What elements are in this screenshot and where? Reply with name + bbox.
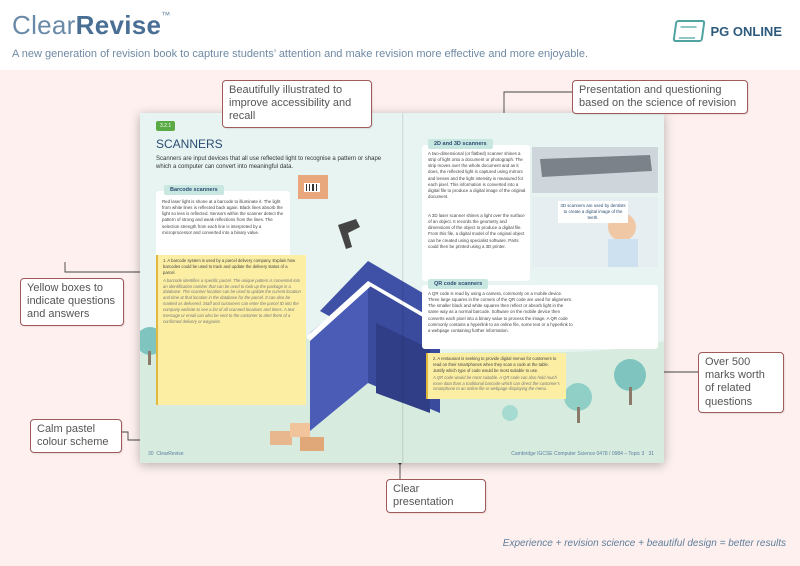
callout-illustrated: Beautifully illustrated to improve acces… xyxy=(222,80,372,128)
scanners-2d3d-text-1: A two-dimensional (or flatbed) scanner s… xyxy=(428,151,526,200)
question-1-text: 1. A barcode system is used by a parcel … xyxy=(163,258,296,275)
answer-2-text: A QR code would be most suitable. A QR c… xyxy=(433,374,560,392)
qr-panel xyxy=(422,285,658,349)
left-page-footer: 30 ClearRevise xyxy=(148,451,184,457)
scanners-2d3d-text-2: A 3D laser scanner shines a light over t… xyxy=(428,213,525,249)
right-page-footer: Cambridge IGCSE Computer Science 0478 / … xyxy=(511,451,654,457)
barcode-text: Red laser light is shone at a barcode to… xyxy=(162,199,284,235)
question-box-2: 2. A restaurant is seeking to provide di… xyxy=(426,353,566,399)
bottom-tagline: Experience + revision science + beautifu… xyxy=(502,538,786,549)
callout-yellow-boxes: Yellow boxes to indicate questions and a… xyxy=(20,278,124,326)
qr-text: A QR code is read by using a camera, com… xyxy=(428,291,573,333)
scanners-2d3d-label: 2D and 3D scanners xyxy=(428,139,493,149)
callout-presentation: Clear presentation xyxy=(386,479,486,514)
callout-pastel: Calm pastel colour scheme xyxy=(30,419,122,454)
section-tag: 3.2.1 xyxy=(156,121,176,131)
callout-marks: Over 500 marks worth of related question… xyxy=(698,352,784,413)
intro-text: Scanners are input devices that all use … xyxy=(156,156,382,171)
brand-logo: ClearRevise™ xyxy=(12,10,171,40)
page-title: SCANNERS xyxy=(156,137,223,151)
book-spread: 3.2.1 SCANNERS Scanners are input device… xyxy=(140,113,664,463)
answer-1-text: A barcode identifies a specific parcel. … xyxy=(163,277,301,324)
laptop-icon xyxy=(672,20,707,42)
header: ClearRevise™ A new generation of revisio… xyxy=(0,0,800,70)
tagline: A new generation of revision book to cap… xyxy=(12,48,589,60)
scanners-2d3d-panel xyxy=(422,145,530,281)
question-2-text: 2. A restaurant is seeking to provide di… xyxy=(433,356,557,373)
qr-label: QR code scanners xyxy=(428,279,489,289)
dentist-caption: 3D scanners are used by dentists to crea… xyxy=(558,201,628,224)
book-spine xyxy=(402,113,404,463)
pg-online-logo: PG ONLINE xyxy=(672,20,782,42)
question-box-1: 1. A barcode system is used by a parcel … xyxy=(156,255,306,405)
barcode-label: Barcode scanners xyxy=(164,185,224,195)
callout-science: Presentation and questioning based on th… xyxy=(572,80,748,115)
